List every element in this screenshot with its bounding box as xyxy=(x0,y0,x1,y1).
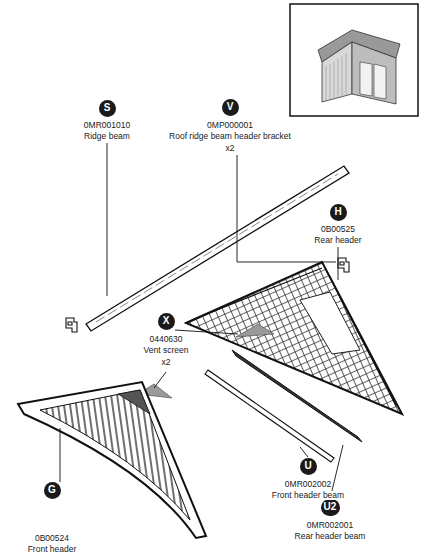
callout-letter: S xyxy=(99,100,116,117)
callout-text: U xyxy=(304,461,311,471)
part-label: x2 xyxy=(161,358,172,367)
leader-line xyxy=(60,143,343,499)
part-label: Rear header beam xyxy=(294,532,367,541)
part-label: Front header xyxy=(27,545,78,554)
part-number: 0MR002002 xyxy=(284,480,332,489)
part-number: Vent screen xyxy=(143,346,190,355)
part-label: Roof ridge beam header bracket xyxy=(168,132,292,141)
header-beam xyxy=(205,350,362,462)
callout-letter: X xyxy=(158,313,175,330)
callout-letter: V xyxy=(222,99,239,116)
part-number: 0MR002001 xyxy=(306,521,354,530)
part-number: x2 xyxy=(225,144,236,153)
callout-text: X xyxy=(163,316,170,326)
part-label: 0B00525 xyxy=(320,225,356,234)
callout-text: H xyxy=(334,207,341,217)
part-number: 0MR001010 xyxy=(83,121,131,130)
callout-letter: U xyxy=(300,458,317,475)
part-label: Front header beam xyxy=(271,491,345,500)
callout-text: U2 xyxy=(324,502,337,512)
part-number: 0MP000001 xyxy=(206,121,254,130)
part-number: 0B00524 xyxy=(34,534,70,543)
part-number: Rear header xyxy=(313,236,362,245)
callout-text: S xyxy=(104,103,111,113)
part-label: Ridge beam xyxy=(83,132,131,141)
front-header xyxy=(18,382,206,538)
callout-letter: H xyxy=(330,204,347,221)
part-label: 0440630 xyxy=(148,335,183,344)
vent-screen xyxy=(138,324,274,398)
shed-inset xyxy=(290,4,418,116)
callout-letter: U2 xyxy=(321,499,340,516)
callout-text: V xyxy=(227,102,234,112)
callout-text: G xyxy=(48,485,56,495)
rear-header xyxy=(186,262,402,414)
callout-letter: G xyxy=(44,482,61,499)
